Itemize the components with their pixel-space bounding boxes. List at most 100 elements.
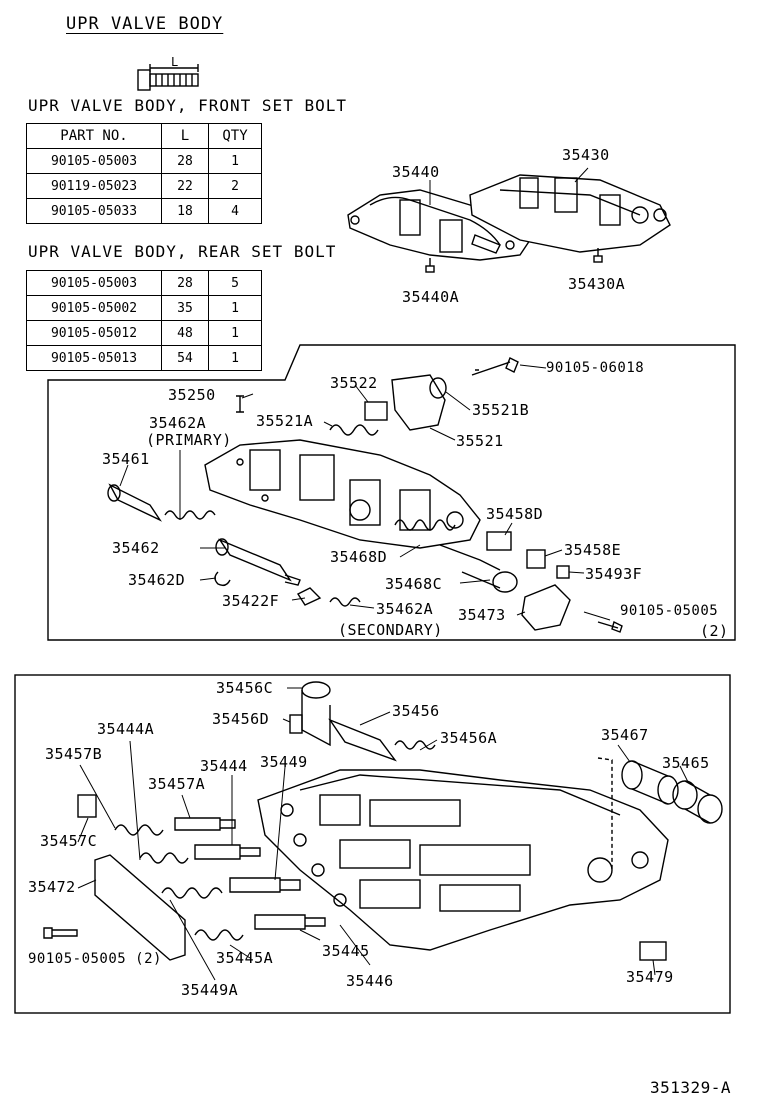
spring-35449A-illustration [161,887,223,899]
qty-cell: 2 [208,173,262,199]
middle-section-frame [47,344,736,641]
plunger-35445-illustration [254,914,326,930]
label-35468C: 35468C [385,575,443,593]
spring-35521A-illustration [329,424,379,436]
col-qty: QTY [208,123,262,149]
length-cell: 18 [161,198,209,224]
label-90105-06018: 90105-06018 [546,360,645,376]
screw-90105-05005-mid-illustration [597,620,623,633]
length-cell: 35 [161,295,209,321]
part-no-cell: 90105-05013 [26,345,162,371]
label-35465: 35465 [662,754,710,772]
label-35444A: 35444A [97,720,155,738]
label-35250: 35250 [168,386,216,404]
label-35457A: 35457A [148,775,206,793]
leader-lines [77,167,689,981]
label-35479: 35479 [626,968,674,986]
rear-bolt-heading: UPR VALVE BODY, REAR SET BOLT [28,242,337,261]
plate-35472-illustration [94,854,186,961]
plate-35457C-illustration [77,794,97,818]
col-length: L [161,123,209,149]
label-35456C: 35456C [216,679,274,697]
length-cell: 28 [161,270,209,296]
qty-cell: 4 [208,198,262,224]
label-35521B: 35521B [472,401,530,419]
front-bolt-table: PART NO. L QTY 90105-05003 28 1 90119-05… [26,123,262,224]
label-35467: 35467 [601,726,649,744]
spring-35444A-illustration [139,852,189,864]
label-35440A: 35440A [402,288,460,306]
label-35440: 35440 [392,163,440,181]
figure-id: 351329-A [650,1078,732,1097]
valve-body-35430-illustration [469,174,671,263]
table-row: 90105-05033 18 4 [26,198,262,224]
part-no-cell: 90105-05003 [26,148,162,174]
qty-cell: 1 [208,320,262,346]
label-35458D: 35458D [486,505,544,523]
qty-cell: 1 [208,345,262,371]
label-35473: 35473 [458,606,506,624]
plug-35458D-illustration [486,531,512,551]
label-35422F: 35422F [222,592,280,610]
label-35462A-secondary: 35462A [376,600,434,618]
qty-cell: 1 [208,295,262,321]
label-35446: 35446 [346,972,394,990]
qty-cell: 1 [208,148,262,174]
front-bolt-heading: UPR VALVE BODY, FRONT SET BOLT [28,96,347,115]
label-primary: (PRIMARY) [146,431,232,449]
valve-35456-illustration [289,681,436,762]
table-header-row: PART NO. L QTY [26,123,262,149]
part-no-cell: 90105-05033 [26,198,162,224]
length-cell: 54 [161,345,209,371]
page-title: UPR VALVE BODY [66,14,224,34]
label-35472: 35472 [28,878,76,896]
part-no-cell: 90105-05012 [26,320,162,346]
sleeve-35467-illustration [621,760,679,805]
washer-35521B-illustration [429,377,447,399]
label-35444: 35444 [200,757,248,775]
label-35493F: 35493F [585,565,643,583]
table-row: 90105-05002 35 1 [26,295,262,321]
label-35462A: 35462A [149,414,207,432]
plate-35521-illustration [391,374,446,431]
bolt-length-label: L [171,55,179,69]
clip-35422F-illustration [296,587,322,606]
label-35430: 35430 [562,146,610,164]
plug-35522-illustration [364,401,388,421]
part-no-cell: 90119-05023 [26,173,162,199]
length-cell: 28 [161,148,209,174]
label-35456D: 35456D [212,710,270,728]
col-part-no: PART NO. [26,123,162,149]
label-35449: 35449 [260,753,308,771]
label-35456A: 35456A [440,729,498,747]
part-no-cell: 90105-05002 [26,295,162,321]
label-35445A: 35445A [216,949,274,967]
plunger-35449-illustration [229,877,301,893]
table-row: 90105-05013 54 1 [26,345,262,371]
spring-35445A-illustration [194,929,244,941]
pin-35493F-illustration [556,565,570,579]
cover-35473-illustration [521,584,571,631]
label-35461: 35461 [102,450,150,468]
middle-valve-body-illustration [204,439,481,549]
table-row: 90105-05012 48 1 [26,320,262,346]
spring-35457B-illustration [114,824,164,836]
table-row: 90119-05023 22 2 [26,173,262,199]
table-row: 90105-05003 28 1 [26,148,262,174]
bolt-icon [137,64,199,91]
plug-35465-illustration [672,780,723,824]
length-cell: 48 [161,320,209,346]
lower-section-frame [14,674,731,1014]
valve-body-35440-illustration [347,189,531,273]
screw-35250-illustration [236,395,244,413]
pin-35479-illustration [639,941,667,961]
length-cell: 22 [161,173,209,199]
label-secondary: (SECONDARY) [338,621,443,639]
plunger-35457A-illustration [174,817,236,831]
label-35449A: 35449A [181,981,239,999]
table-row: 90105-05003 28 5 [26,270,262,296]
shaft-35461-illustration [107,483,301,587]
label-35457B: 35457B [45,745,103,763]
plug-35458E-illustration [526,549,546,569]
